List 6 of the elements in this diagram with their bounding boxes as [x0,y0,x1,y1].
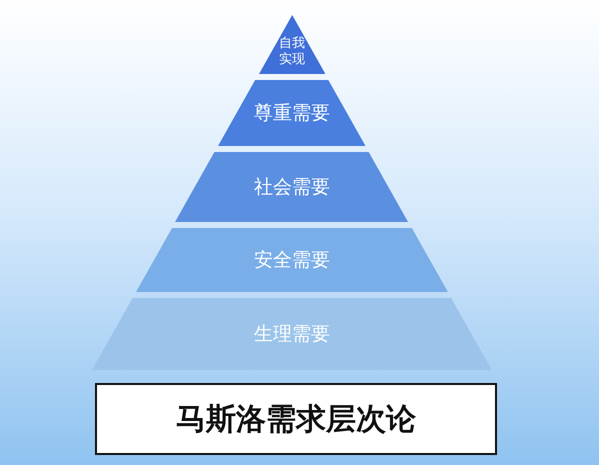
tier-label: 自我实现 [278,35,306,68]
tier-label: 生理需要 [254,322,330,347]
title-banner: 马斯洛需求层次论 [95,383,497,455]
tier-label: 社会需要 [254,175,330,200]
tier-label: 尊重需要 [254,101,330,126]
tier-label: 安全需要 [254,248,330,273]
